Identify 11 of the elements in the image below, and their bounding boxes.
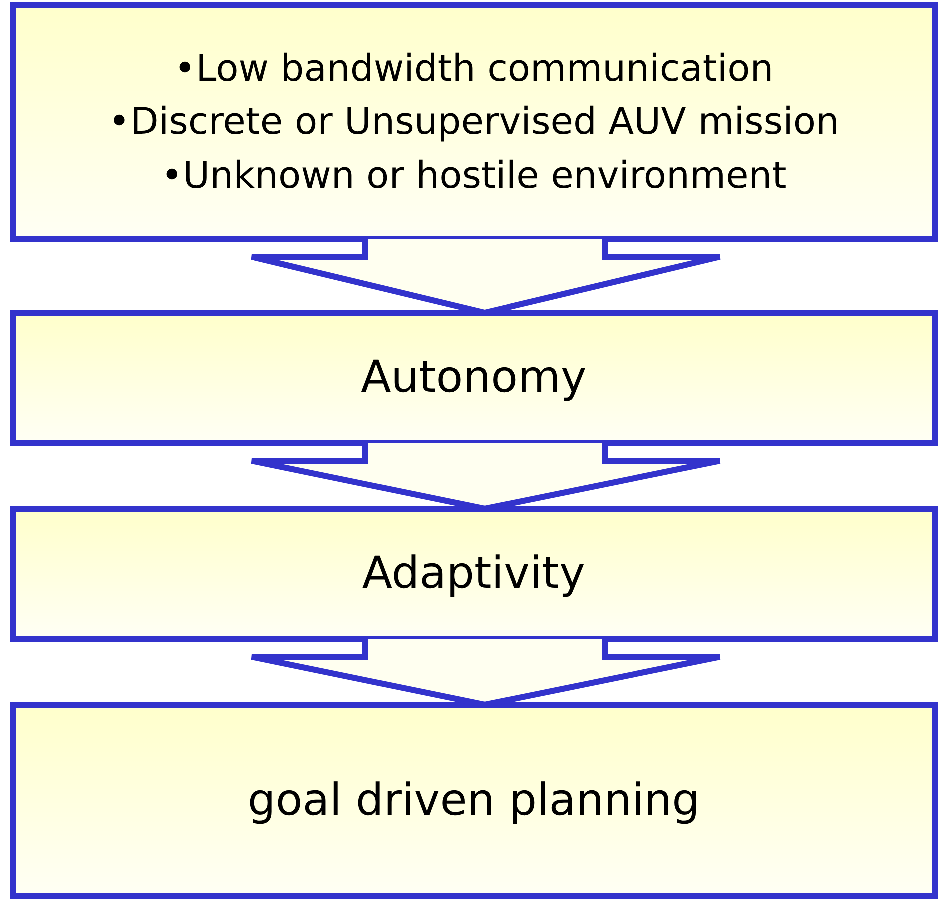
process-box <box>10 506 938 642</box>
chevron-arrow <box>249 236 723 316</box>
box-text: Adaptivity <box>362 547 586 602</box>
box-text: goal driven planning <box>248 774 700 828</box>
box-text: •Low bandwidth communication <box>174 46 774 92</box>
process-box <box>10 702 938 899</box>
process-box <box>10 2 938 242</box>
box-text: Autonomy <box>361 351 587 406</box>
box-text: •Unknown or hostile environment <box>161 152 787 199</box>
process-box <box>10 310 938 446</box>
box-text: •Discrete or Unsupervised AUV mission <box>108 99 840 146</box>
